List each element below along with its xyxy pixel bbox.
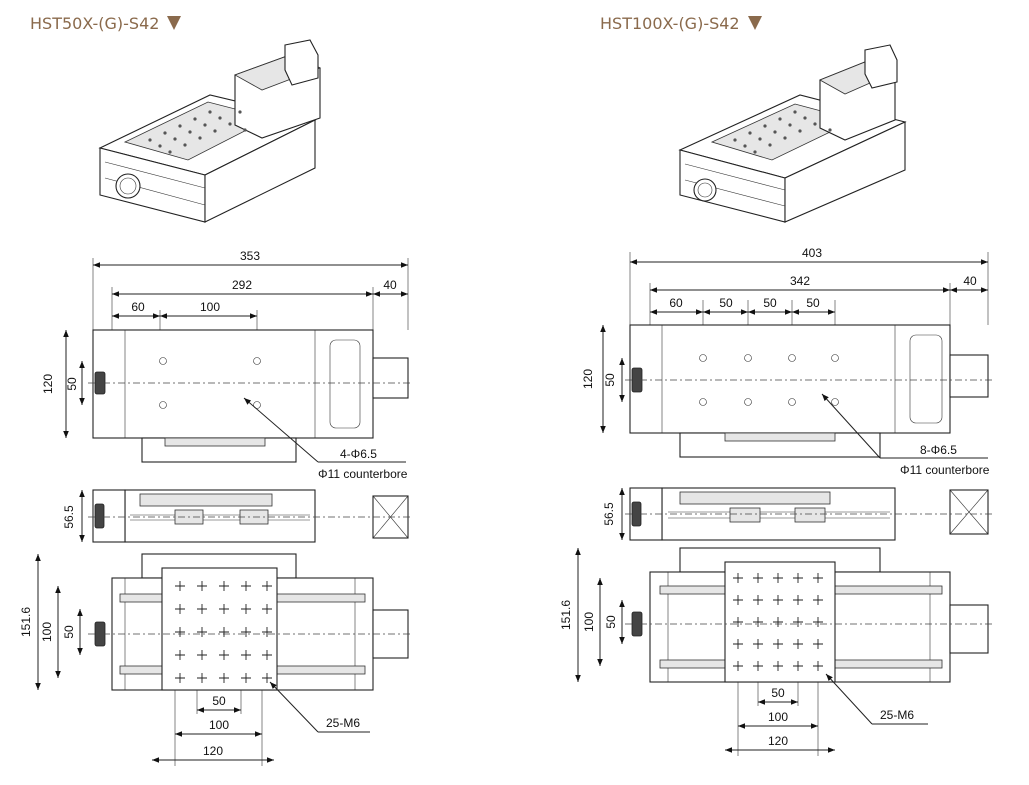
right-counterbore-callout: Φ11 counterbore — [900, 463, 990, 477]
dropdown-triangle-icon — [747, 16, 762, 30]
left-dim-height: 56.5 — [62, 505, 76, 529]
left-dim-width: 120 — [41, 374, 55, 394]
left-dim-pitch-c: 120 — [203, 744, 223, 758]
right-dim-overall: 403 — [802, 246, 822, 260]
right-dim-motor: 40 — [963, 274, 977, 288]
left-tap-callout: 25-M6 — [326, 716, 360, 730]
left-counterbore-callout: Φ11 counterbore — [318, 467, 408, 481]
right-dim-bottom-width: 151.6 — [559, 600, 573, 630]
right-dim-pitch-1: 50 — [719, 296, 733, 310]
right-dim-table: 342 — [790, 274, 810, 288]
left-dim-bottom-width: 151.6 — [19, 607, 33, 637]
left-dim-bottom-rail: 100 — [40, 622, 54, 642]
left-isometric-view — [98, 39, 322, 223]
right-dim-rail: 50 — [603, 373, 617, 387]
right-dim-bottom-rail: 100 — [582, 612, 596, 632]
left-bottom-view: 151.6 100 50 50 100 120 25-M6 — [19, 553, 412, 766]
right-dim-offset: 60 — [669, 296, 683, 310]
left-dim-pitch-a: 50 — [212, 694, 226, 708]
left-hole-callout: 4-Φ6.5 — [340, 447, 377, 461]
left-dim-table: 292 — [232, 278, 252, 292]
right-top-view: 403 342 40 60 50 50 50 120 50 8-Φ6.5 Φ11… — [581, 246, 992, 477]
right-dim-height: 56.5 — [602, 502, 616, 526]
right-dim-pitch-c: 120 — [768, 734, 788, 748]
left-dim-overall: 353 — [240, 249, 260, 263]
right-dim-width: 120 — [581, 369, 595, 389]
right-bottom-view: 151.6 100 50 50 100 120 25-M6 — [559, 547, 992, 756]
left-top-view: 353 292 40 60 100 120 50 4-Φ6.5 Φ11 coun… — [41, 249, 412, 481]
right-dim-pitch-a: 50 — [771, 686, 785, 700]
right-tap-callout: 25-M6 — [880, 708, 914, 722]
left-side-view: 56.5 — [62, 489, 412, 543]
right-dim-pitch-2: 50 — [763, 296, 777, 310]
right-isometric-view — [678, 44, 907, 223]
left-dim-offset: 60 — [131, 300, 145, 314]
left-dim-bottom-inner: 50 — [62, 625, 76, 639]
dropdown-triangle-icon — [167, 16, 182, 30]
right-hole-callout: 8-Φ6.5 — [920, 443, 957, 457]
left-model-title: HST50X-(G)-S42 — [30, 14, 182, 33]
left-dim-pitch-b: 100 — [209, 718, 229, 732]
left-dim-motor: 40 — [383, 278, 397, 292]
right-dim-pitch-3: 50 — [806, 296, 820, 310]
right-dim-pitch-b: 100 — [768, 710, 788, 724]
left-dim-rail: 50 — [65, 377, 79, 391]
right-dim-bottom-inner: 50 — [604, 615, 618, 629]
right-model-title: HST100X-(G)-S42 — [600, 14, 762, 33]
right-side-view: 56.5 — [602, 487, 992, 541]
left-model-name: HST50X-(G)-S42 — [30, 14, 160, 33]
left-dim-pitch: 100 — [200, 300, 220, 314]
right-model-name: HST100X-(G)-S42 — [600, 14, 740, 33]
